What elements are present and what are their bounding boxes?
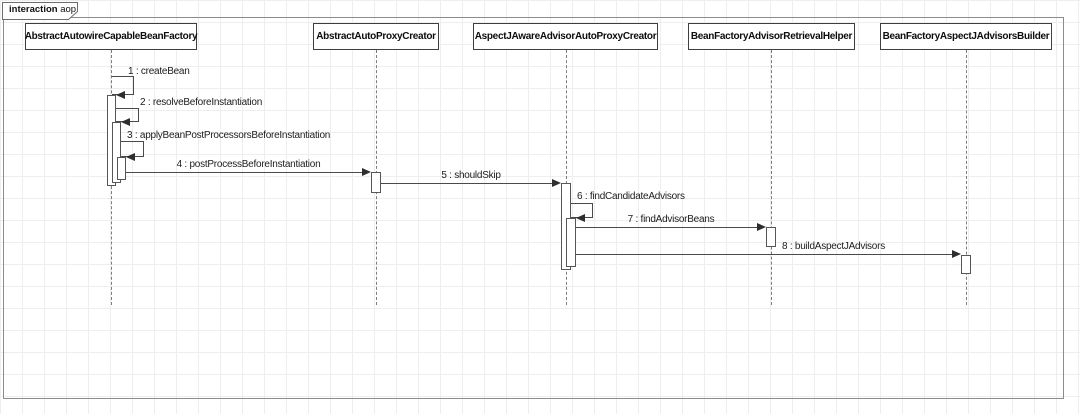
message-5-arrowhead-icon [552,179,561,187]
activation-bar-beanfactory-2 [112,122,121,183]
frame-keyword: interaction [9,4,58,15]
activation-bar-retrieval-helper [766,227,776,247]
message-2-label: 2 : resolveBeforeInstantiation [140,97,263,108]
message-7-arrowhead-icon [757,223,766,231]
message-3-arrowhead-icon [126,153,135,161]
lifeline-bean-factory-aspectj-advisors-builder [966,50,967,305]
message-6-arrowhead-icon [576,214,585,222]
frame-label: interaction aop [9,4,76,15]
message-8-line [576,254,952,255]
lifeline-aspectj-aware-advisor-auto-proxy-creator [566,50,567,305]
lifeline-head-bean-factory-advisor-retrieval-helper: BeanFactoryAdvisorRetrievalHelper [688,23,855,50]
message-8-label: 8 : buildAspectJAdvisors [782,241,885,252]
activation-bar-aspectj-creator-2 [566,218,576,267]
frame-label-pentagon [2,2,78,20]
activation-bar-autoproxycreator [371,172,381,193]
interaction-frame [3,17,1064,399]
message-4-line [126,172,362,173]
lifeline-head-bean-factory-aspectj-advisors-builder: BeanFactoryAspectJAdvisorsBuilder [880,23,1052,50]
message-7-line [576,227,757,228]
lifeline-head-aspectj-aware-advisor-auto-proxy-creator: AspectJAwareAdvisorAutoProxyCreator [473,23,658,50]
activation-bar-beanfactory-3 [117,157,126,180]
message-4-label: 4 : postProcessBeforeInstantiation [176,159,321,170]
lifeline-head-abstract-auto-proxy-creator: AbstractAutoProxyCreator [313,23,439,50]
frame-name: aop [60,4,77,15]
message-2-arrowhead-icon [121,118,130,126]
message-5-label: 5 : shouldSkip [441,170,501,181]
message-8-arrowhead-icon [952,250,961,258]
message-5-line [381,183,552,184]
message-4-arrowhead-icon [362,168,371,176]
message-1-arrowhead-icon [116,91,125,99]
message-6-label: 6 : findCandidateAdvisors [577,191,685,202]
message-1-label: 1 : createBean [128,66,190,77]
message-3-label: 3 : applyBeanPostProcessorsBeforeInstant… [127,130,331,141]
activation-bar-advisors-builder [961,255,971,274]
message-7-label: 7 : findAdvisorBeans [627,214,715,225]
lifeline-head-abstract-autowire-capable-bean-factory: AbstractAutowireCapableBeanFactory [25,23,198,50]
lifeline-bean-factory-advisor-retrieval-helper [771,50,772,305]
